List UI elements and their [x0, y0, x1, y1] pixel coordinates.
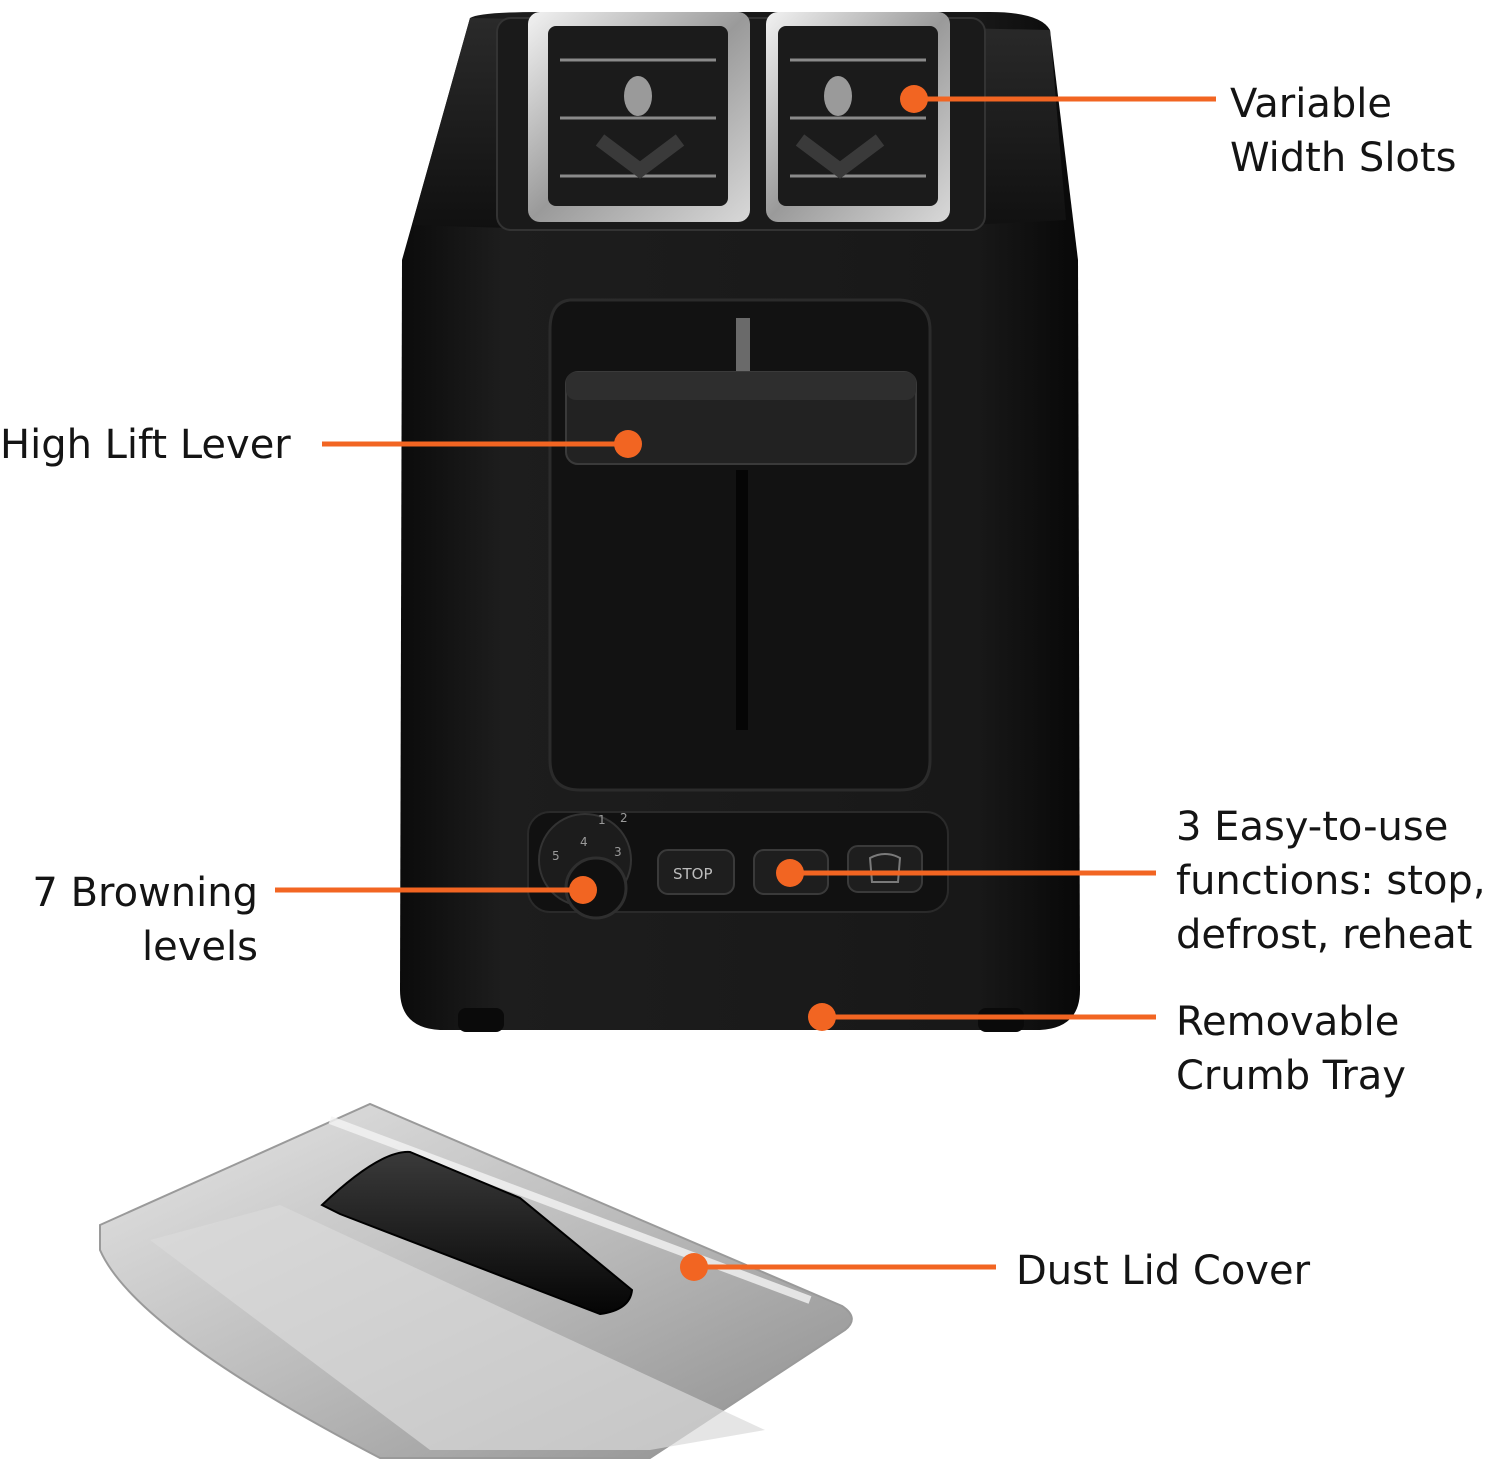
dial-number: 5: [552, 849, 560, 863]
callout-line: defrost, reheat: [1176, 912, 1473, 958]
browning-dial-numbers: 5 4 3 1 2: [552, 811, 628, 863]
dial-number: 4: [580, 835, 588, 849]
callout-line: 3 Easy-to-use: [1176, 804, 1449, 850]
callout-line: 7 Browning: [32, 870, 258, 916]
callout-line: functions: stop,: [1176, 858, 1486, 904]
callout-high-lift-lever: High Lift Lever: [0, 418, 291, 472]
callout-browning-levels: 7 Browning levels: [32, 866, 258, 974]
callout-lines: [275, 85, 1216, 1281]
dust-lid-cover: [99, 1102, 853, 1459]
dial-number: 1: [598, 813, 606, 827]
stop-button: [657, 849, 735, 895]
callout-line: Crumb Tray: [1176, 1053, 1406, 1099]
bread-slots: [496, 12, 986, 231]
callout-crumb-tray: Removable Crumb Tray: [1176, 995, 1406, 1103]
callout-line: levels: [142, 924, 258, 970]
callout-line: Width Slots: [1230, 135, 1457, 181]
callout-variable-width-slots: Variable Width Slots: [1230, 77, 1456, 185]
callout-dust-lid-cover: Dust Lid Cover: [1016, 1244, 1310, 1298]
control-panel: 5 4 3 1 2 STOP: [527, 811, 949, 920]
callout-line: Removable: [1176, 999, 1400, 1045]
callout-line: High Lift Lever: [0, 422, 291, 468]
dial-number: 3: [614, 845, 622, 859]
dial-number: 2: [620, 811, 628, 825]
callout-functions: 3 Easy-to-use functions: stop, defrost, …: [1176, 800, 1486, 962]
toast-icon: [868, 853, 902, 883]
callout-line: Variable: [1230, 81, 1392, 127]
stop-button-label: STOP: [673, 865, 713, 883]
reheat-button: [847, 845, 923, 893]
high-lift-lever: [548, 298, 932, 792]
callout-line: Dust Lid Cover: [1016, 1248, 1311, 1294]
